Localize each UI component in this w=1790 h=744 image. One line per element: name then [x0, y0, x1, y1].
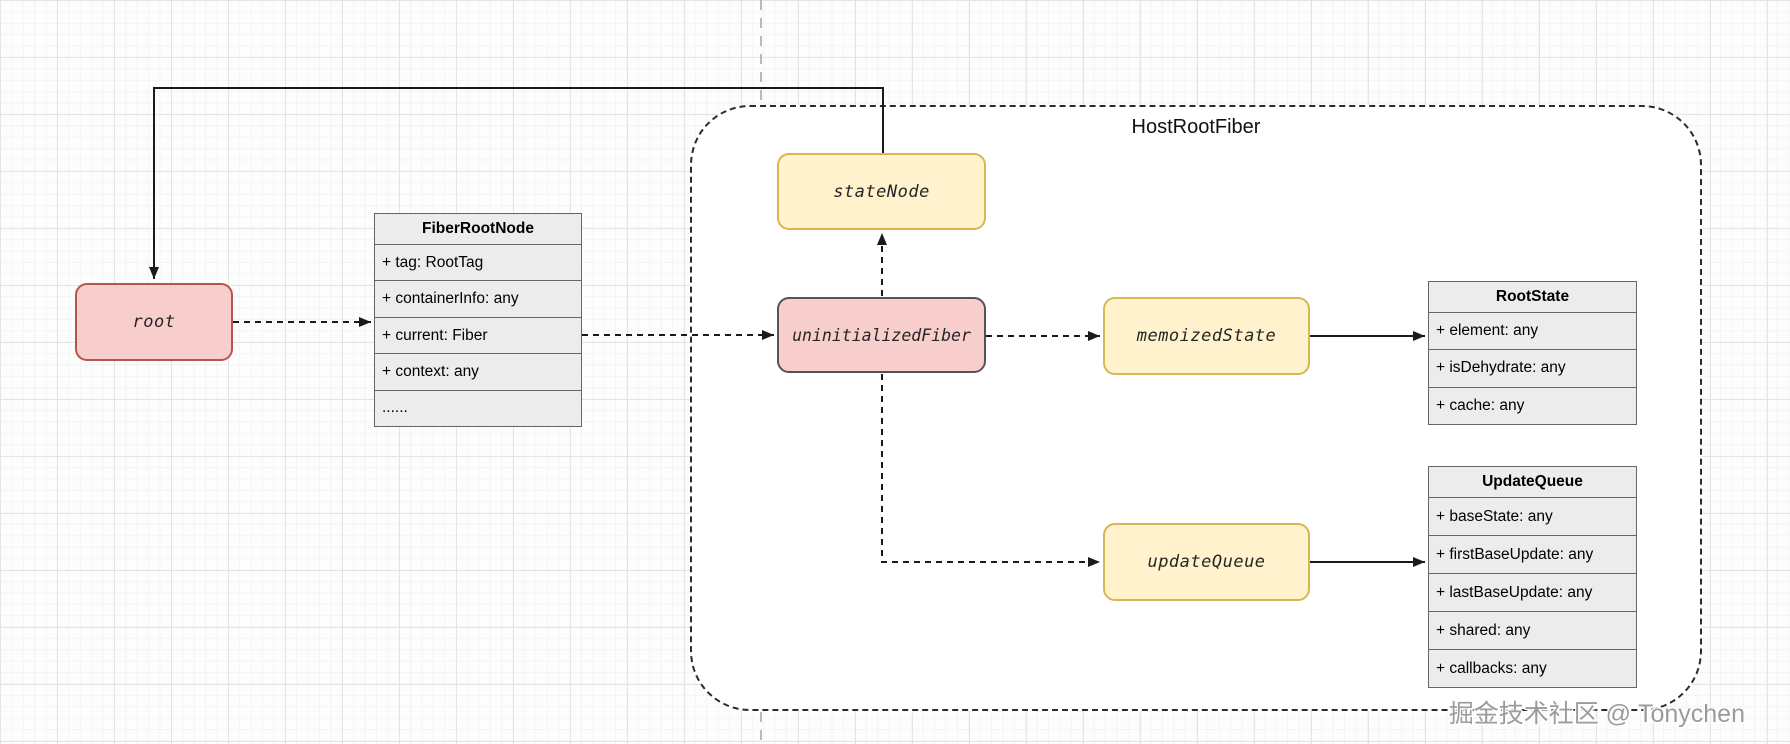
table-row: + context: any: [375, 353, 581, 389]
table-row: + tag: RootTag: [375, 244, 581, 280]
table-row: + containerInfo: any: [375, 280, 581, 316]
table-row: + isDehydrate: any: [1429, 349, 1636, 386]
table-row: + firstBaseUpdate: any: [1429, 535, 1636, 573]
table-row: + element: any: [1429, 312, 1636, 349]
node-updatequeue-label: updateQueue: [1147, 552, 1266, 572]
table-row: + callbacks: any: [1429, 649, 1636, 687]
node-statenode-label: stateNode: [833, 181, 930, 202]
node-updatequeue: updateQueue: [1103, 523, 1310, 601]
table-row: + baseState: any: [1429, 497, 1636, 535]
table-rootstate: RootState + element: any + isDehydrate: …: [1428, 281, 1637, 425]
node-memoizedstate-label: memoizedState: [1136, 326, 1277, 346]
table-updatequeue-title: UpdateQueue: [1482, 473, 1583, 490]
node-uninitializedfiber: uninitializedFiber: [777, 297, 986, 373]
node-root-label: root: [132, 312, 176, 332]
table-row: + current: Fiber: [375, 316, 581, 353]
table-rootstate-title: RootState: [1495, 288, 1570, 305]
table-row: + cache: any: [1429, 386, 1636, 424]
table-row: ......: [375, 389, 581, 426]
table-row: + lastBaseUpdate: any: [1429, 573, 1636, 611]
table-row: + shared: any: [1429, 611, 1636, 649]
table-fiberrootnode: FiberRootNode + tag: RootTag + container…: [374, 213, 582, 427]
node-root: root: [75, 283, 233, 361]
node-uninitializedfiber-label: uninitializedFiber: [792, 325, 971, 345]
node-statenode: stateNode: [777, 153, 986, 230]
table-updatequeue: UpdateQueue + baseState: any + firstBase…: [1428, 466, 1637, 688]
table-fiberrootnode-title: FiberRootNode: [422, 220, 534, 237]
host-root-fiber-label: HostRootFiber: [1131, 116, 1261, 138]
watermark: 掘金技术社区 @ Tonychen: [1448, 700, 1745, 728]
node-memoizedstate: memoizedState: [1103, 297, 1310, 375]
